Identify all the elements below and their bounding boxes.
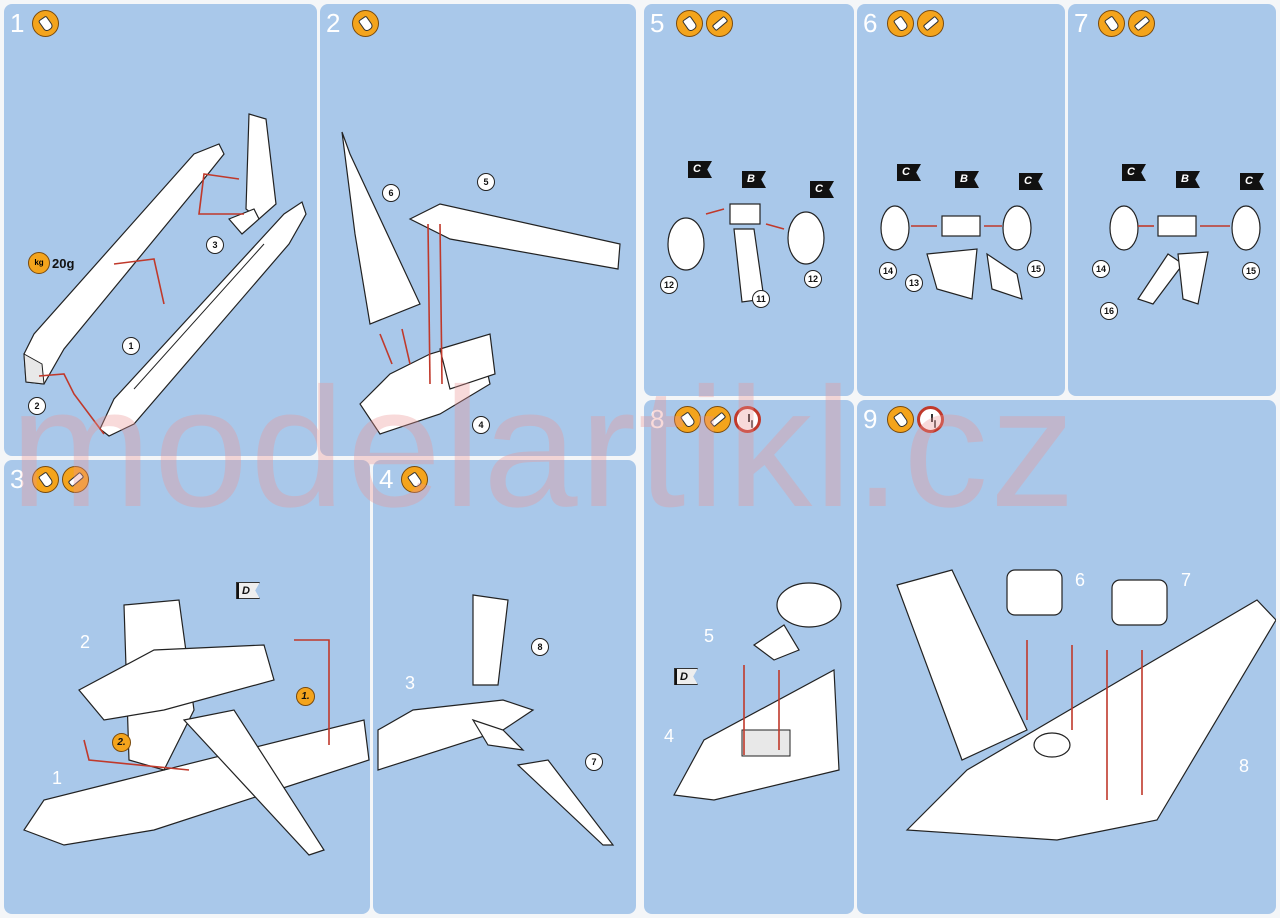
part-callout: 16 <box>1100 302 1118 320</box>
step-3-panel: 3 1 2 1. 2. D <box>4 460 370 914</box>
glue-icon <box>887 10 914 37</box>
part-callout: 4 <box>472 416 490 434</box>
clock-icon <box>734 406 761 433</box>
decal-flag: C <box>688 161 712 178</box>
decal-flag: C <box>1019 173 1043 190</box>
part-callout: 14 <box>1092 260 1110 278</box>
part-callout: 1 <box>122 337 140 355</box>
clock-icon <box>917 406 944 433</box>
part-callout: 15 <box>1242 262 1260 280</box>
step-icons <box>676 10 733 37</box>
part-callout: 12 <box>804 270 822 288</box>
glue-icon <box>674 406 701 433</box>
part-callout: 12 <box>660 276 678 294</box>
step-5-illustration <box>667 203 825 303</box>
step-9-panel: 9 6 7 8 <box>857 400 1276 914</box>
decal-flag: C <box>810 181 834 198</box>
step-5-panel: 5 11 12 12 C B C <box>644 4 854 396</box>
step-8-panel: 8 4 5 D <box>644 400 854 914</box>
part-callout: 7 <box>585 753 603 771</box>
step-number: 1 <box>10 8 25 38</box>
step-number: 8 <box>650 404 665 434</box>
weight-icon: kg <box>28 252 50 274</box>
step-7-panel: 7 14 15 16 C B C <box>1068 4 1276 396</box>
part-callout: 11 <box>752 290 770 308</box>
paint-brush-icon <box>1128 10 1155 37</box>
decal-flag: D <box>674 668 698 685</box>
step-1-illustration <box>23 113 307 437</box>
step-2-panel: 2 4 5 6 <box>320 4 636 456</box>
glue-icon <box>676 10 703 37</box>
part-label: 3 <box>405 673 416 693</box>
step-icons <box>32 466 89 493</box>
decal-flag: C <box>897 164 921 181</box>
glue-icon <box>32 466 59 493</box>
step-icons <box>1098 10 1155 37</box>
step-number: 7 <box>1074 8 1089 38</box>
step-icons <box>887 10 944 37</box>
part-label: 4 <box>664 726 675 746</box>
step-icons <box>887 406 944 433</box>
part-callout: 2 <box>28 397 46 415</box>
glue-icon <box>401 466 428 493</box>
glue-icon <box>32 10 59 37</box>
part-callout: 6 <box>382 184 400 202</box>
step-7-illustration <box>1109 205 1261 305</box>
part-label: 1 <box>52 768 63 788</box>
step-4-illustration <box>377 594 615 846</box>
part-callout: 5 <box>477 173 495 191</box>
part-callout: 13 <box>905 274 923 292</box>
decal-flag: C <box>1240 173 1264 190</box>
paint-brush-icon <box>917 10 944 37</box>
step-2-illustration <box>341 131 621 435</box>
step-8-illustration <box>673 582 842 801</box>
part-callout: 14 <box>879 262 897 280</box>
order-marker: 2. <box>112 733 131 752</box>
step-9-illustration <box>896 569 1276 841</box>
step-number: 9 <box>863 404 878 434</box>
step-number: 4 <box>379 464 394 494</box>
part-callout: 8 <box>531 638 549 656</box>
paint-brush-icon <box>62 466 89 493</box>
part-label: 7 <box>1181 570 1192 590</box>
part-callout: 15 <box>1027 260 1045 278</box>
decal-flag: B <box>1176 171 1200 188</box>
decal-flag: C <box>1122 164 1146 181</box>
part-label: 5 <box>704 626 715 646</box>
step-1-panel: 1 1 2 3 kg 20g <box>4 4 317 456</box>
order-marker: 1. <box>296 687 315 706</box>
part-label: 2 <box>80 632 91 652</box>
weight-label: 20g <box>52 256 75 271</box>
part-callout: 3 <box>206 236 224 254</box>
step-icons <box>32 10 59 37</box>
step-icons <box>674 406 761 433</box>
glue-icon <box>1098 10 1125 37</box>
step-3-illustration <box>23 599 370 856</box>
paint-brush-icon <box>706 10 733 37</box>
step-6-panel: 6 13 14 15 C B C <box>857 4 1065 396</box>
glue-icon <box>352 10 379 37</box>
decal-flag: B <box>955 171 979 188</box>
step-number: 5 <box>650 8 665 38</box>
step-icons <box>401 466 428 493</box>
glue-icon <box>887 406 914 433</box>
step-number: 2 <box>326 8 341 38</box>
decal-flag: B <box>742 171 766 188</box>
step-6-illustration <box>880 205 1032 300</box>
step-icons <box>352 10 379 37</box>
part-label: 6 <box>1075 570 1086 590</box>
paint-brush-icon <box>704 406 731 433</box>
step-number: 3 <box>10 464 25 494</box>
step-number: 6 <box>863 8 878 38</box>
part-label: 8 <box>1239 756 1250 776</box>
step-4-panel: 4 3 7 8 <box>373 460 636 914</box>
